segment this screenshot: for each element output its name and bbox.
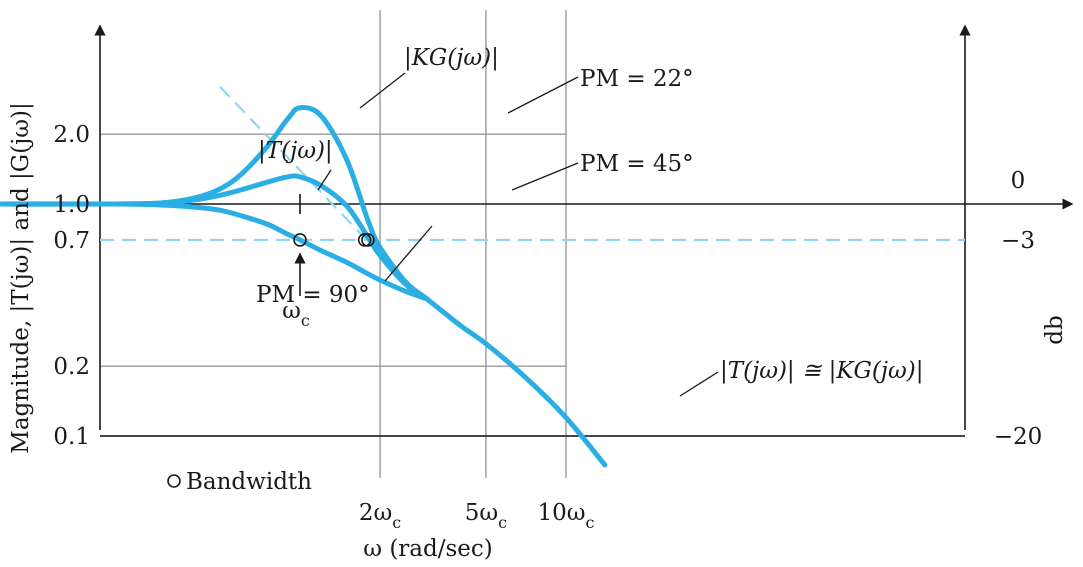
curve-pm-90 — [0, 201, 430, 302]
y-axis-title-right: db — [1042, 315, 1068, 344]
leader-pm45 — [511, 162, 579, 191]
x-tick-10: 10ωc — [538, 500, 595, 532]
y-tick-left-0.7: 0.7 — [53, 228, 90, 254]
grid-lines — [100, 10, 965, 478]
label-t: |T(jω)| — [258, 138, 333, 164]
legend-bandwidth-label: Bandwidth — [186, 469, 312, 495]
label-t-approx: |T(jω)| ≅ |KG(jω)| — [720, 358, 923, 384]
label-pm-90: PM = 90° — [256, 282, 370, 308]
asymptote-line — [219, 86, 381, 255]
y-tick-left-1.0: 1.0 — [53, 192, 90, 218]
y-axis-title-left: Magnitude, |T(jω)| and |G(jω)| — [8, 102, 34, 453]
y-tick-left-0.1: 0.1 — [53, 424, 90, 450]
bandwidth-marker-2 — [357, 233, 372, 247]
y-tick-right-0: 0 — [1011, 168, 1026, 194]
curves — [0, 105, 608, 468]
y-tick-left-2.0: 2.0 — [53, 122, 90, 148]
y-tick-right-−20: −20 — [994, 424, 1043, 450]
leader-t-approx — [679, 371, 719, 397]
y-tick-left-0.2: 0.2 — [53, 354, 90, 380]
leader-pm90 — [384, 225, 433, 282]
leader-pm22 — [507, 76, 579, 114]
bandwidth-marker-1 — [293, 233, 307, 247]
leader-lines — [294, 72, 719, 397]
bandwidth-marker-3 — [361, 233, 375, 247]
label-pm-22: PM = 22° — [580, 66, 694, 92]
legend-bandwidth-symbol — [167, 474, 181, 488]
x-tick-2: 2ωc — [359, 500, 401, 532]
x-tick-5: 5ωc — [465, 500, 507, 532]
bandwidth-markers — [293, 233, 375, 247]
wc-label: ωc — [282, 298, 310, 330]
y-tick-right-−3: −3 — [1001, 228, 1035, 254]
leader-kg — [359, 72, 406, 109]
x-axis-title: ω (rad/sec) — [363, 536, 493, 562]
guide-lines — [100, 86, 965, 255]
axes — [94, 24, 1074, 437]
label-pm-45: PM = 45° — [580, 151, 694, 177]
label-kg: |KG(jω)| — [404, 45, 499, 71]
leader-t — [317, 169, 332, 191]
text-labels: 2.0 1.0 0.7 0.2 0.1 0 −3 −20 2ωc 5ωc 10ωc ωc PM = 22… — [8, 45, 1068, 562]
